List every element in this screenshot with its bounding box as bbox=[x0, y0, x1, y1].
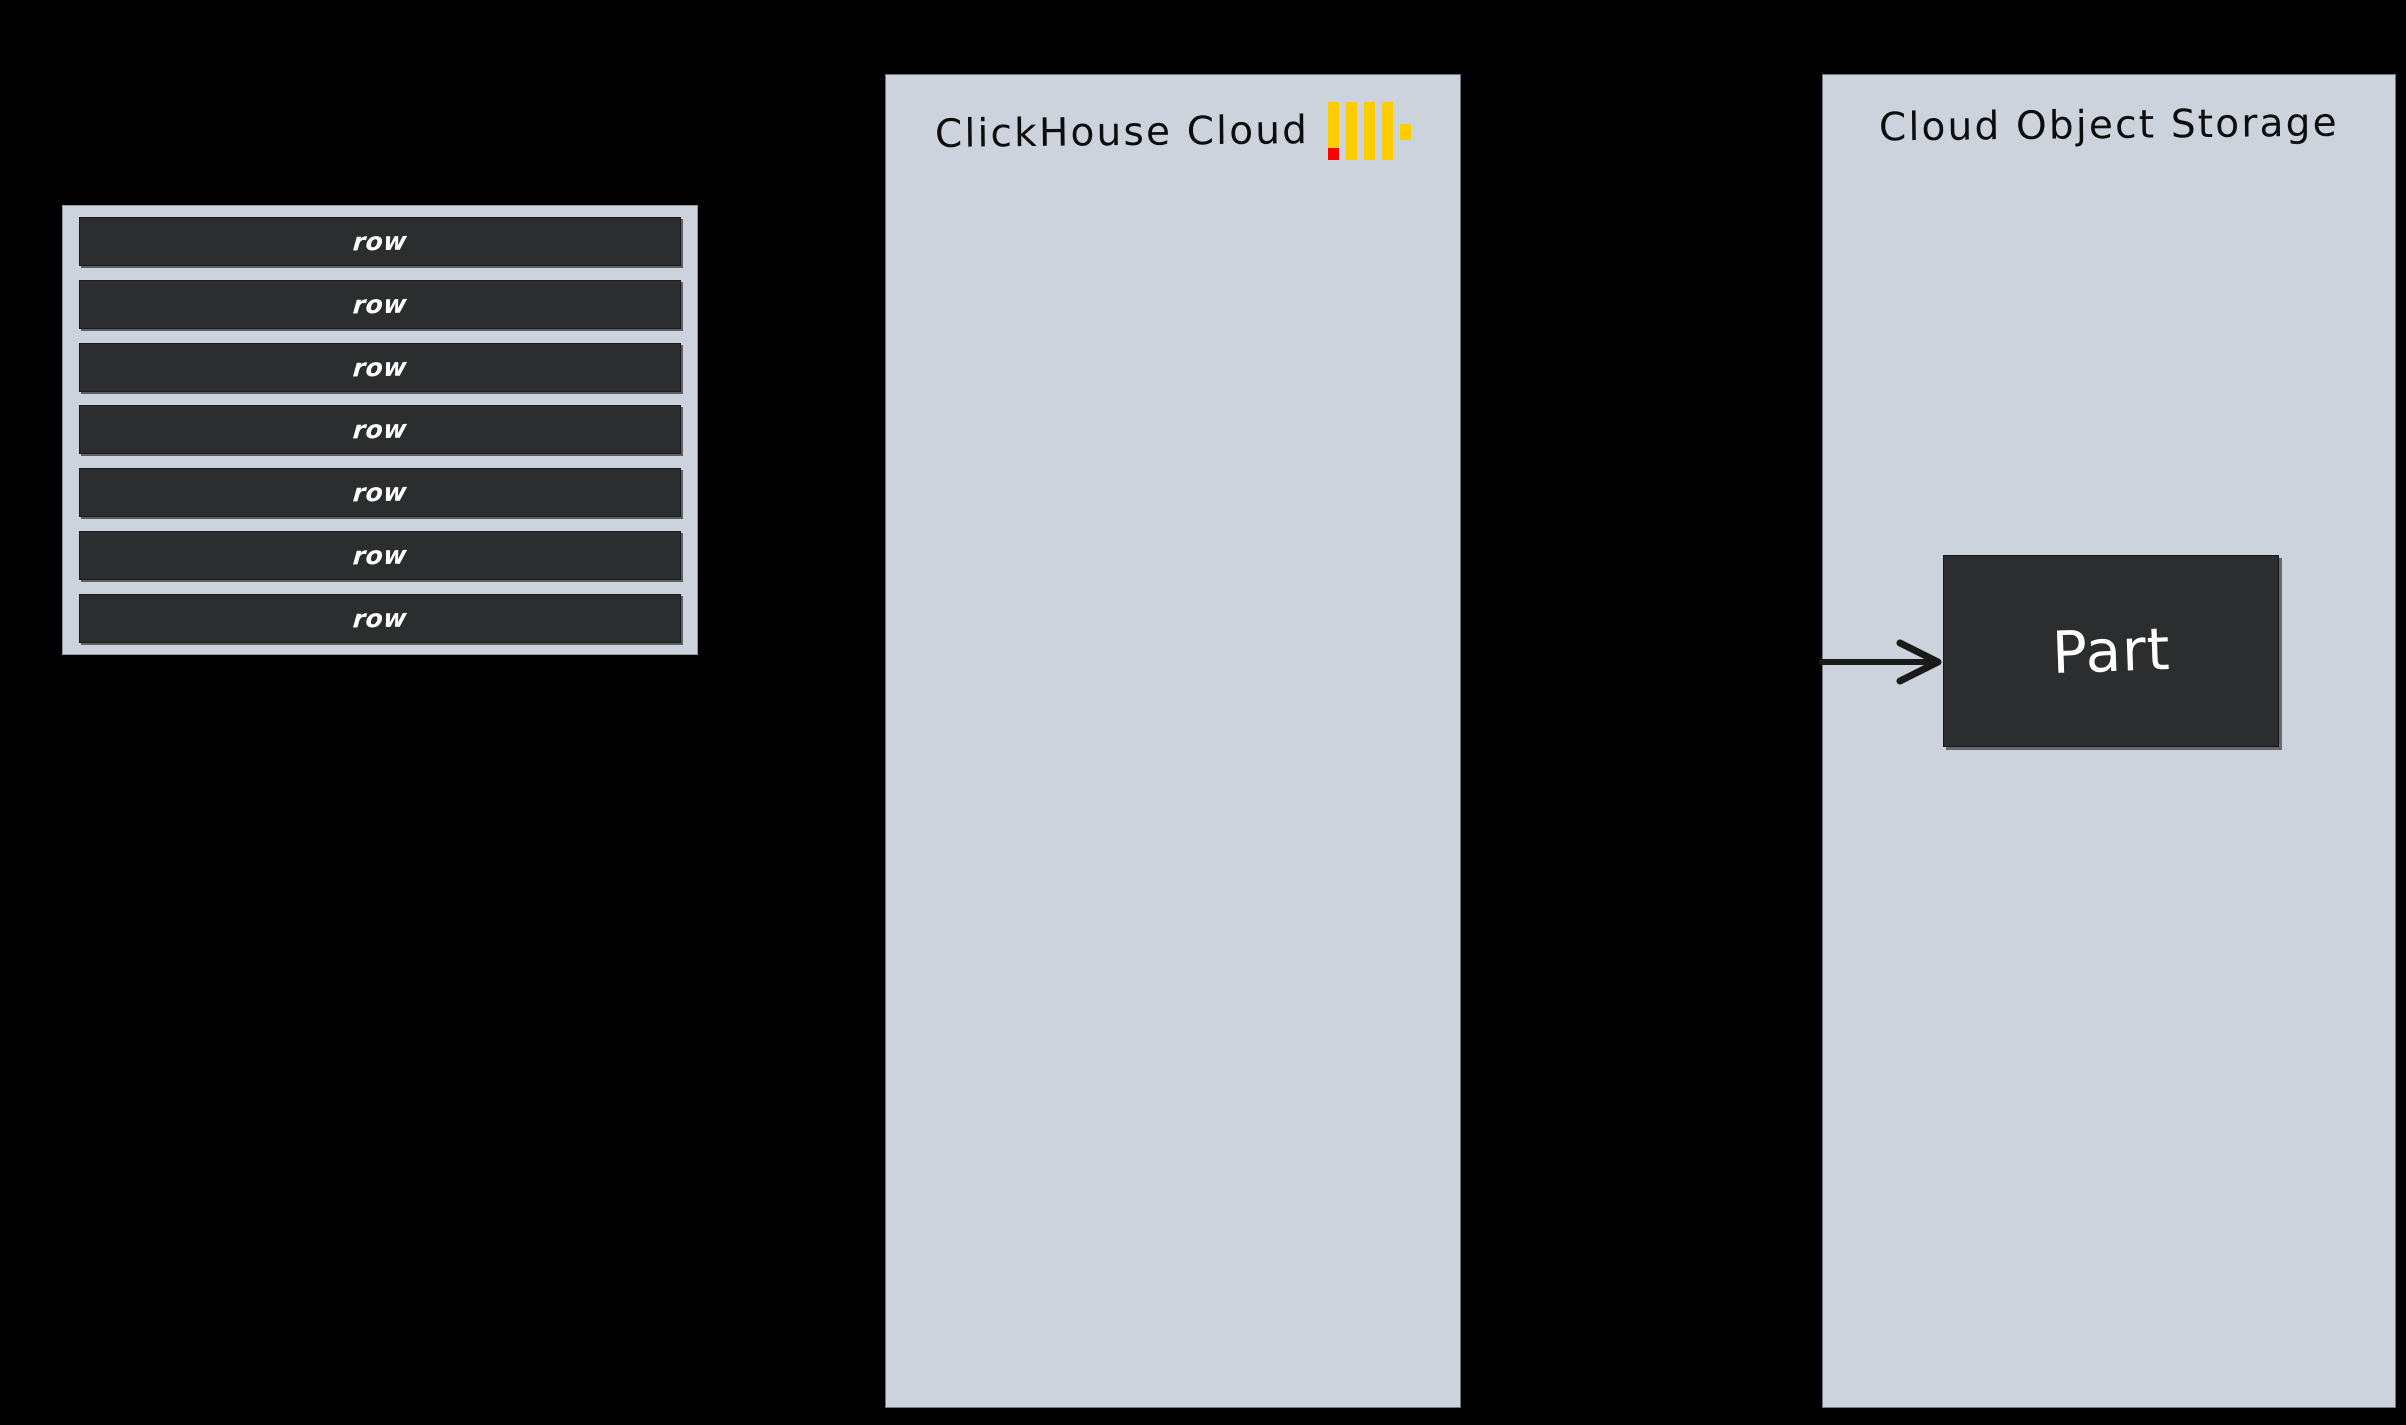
panel-header: ClickHouse Cloud bbox=[886, 102, 1460, 161]
row-label: row bbox=[351, 226, 409, 257]
table-row: row bbox=[79, 593, 681, 643]
rows-table: row row row row row row row bbox=[62, 205, 698, 655]
table-row: row bbox=[79, 468, 681, 518]
clickhouse-logo-icon bbox=[1327, 102, 1411, 160]
panel-title: ClickHouse Cloud bbox=[935, 107, 1310, 157]
table-row: row bbox=[79, 217, 681, 266]
logo-bar-1 bbox=[1327, 102, 1339, 160]
row-label: row bbox=[351, 540, 409, 571]
logo-bar-4 bbox=[1381, 102, 1393, 160]
logo-bar-2 bbox=[1345, 102, 1357, 160]
row-label: row bbox=[351, 477, 409, 508]
part-label: Part bbox=[2050, 614, 2172, 688]
panel-header: Cloud Object Storage bbox=[1823, 100, 2395, 151]
panel-title: Cloud Object Storage bbox=[1878, 100, 2340, 151]
part-block: Part bbox=[1943, 555, 2279, 747]
row-label: row bbox=[351, 603, 409, 634]
row-label: row bbox=[351, 289, 409, 320]
table-row: row bbox=[79, 342, 681, 392]
table-row: row bbox=[79, 279, 681, 329]
logo-dot bbox=[1399, 124, 1411, 140]
row-label: row bbox=[351, 352, 409, 383]
logo-bar-3 bbox=[1363, 102, 1375, 160]
insert-arrow-icon bbox=[1819, 639, 1942, 685]
panel-clickhouse-cloud: ClickHouse Cloud bbox=[885, 74, 1461, 1408]
table-row: row bbox=[79, 531, 681, 581]
table-row: row bbox=[79, 405, 681, 455]
row-label: row bbox=[351, 415, 409, 445]
panel-cloud-object-storage: Cloud Object Storage Part bbox=[1822, 74, 2396, 1408]
